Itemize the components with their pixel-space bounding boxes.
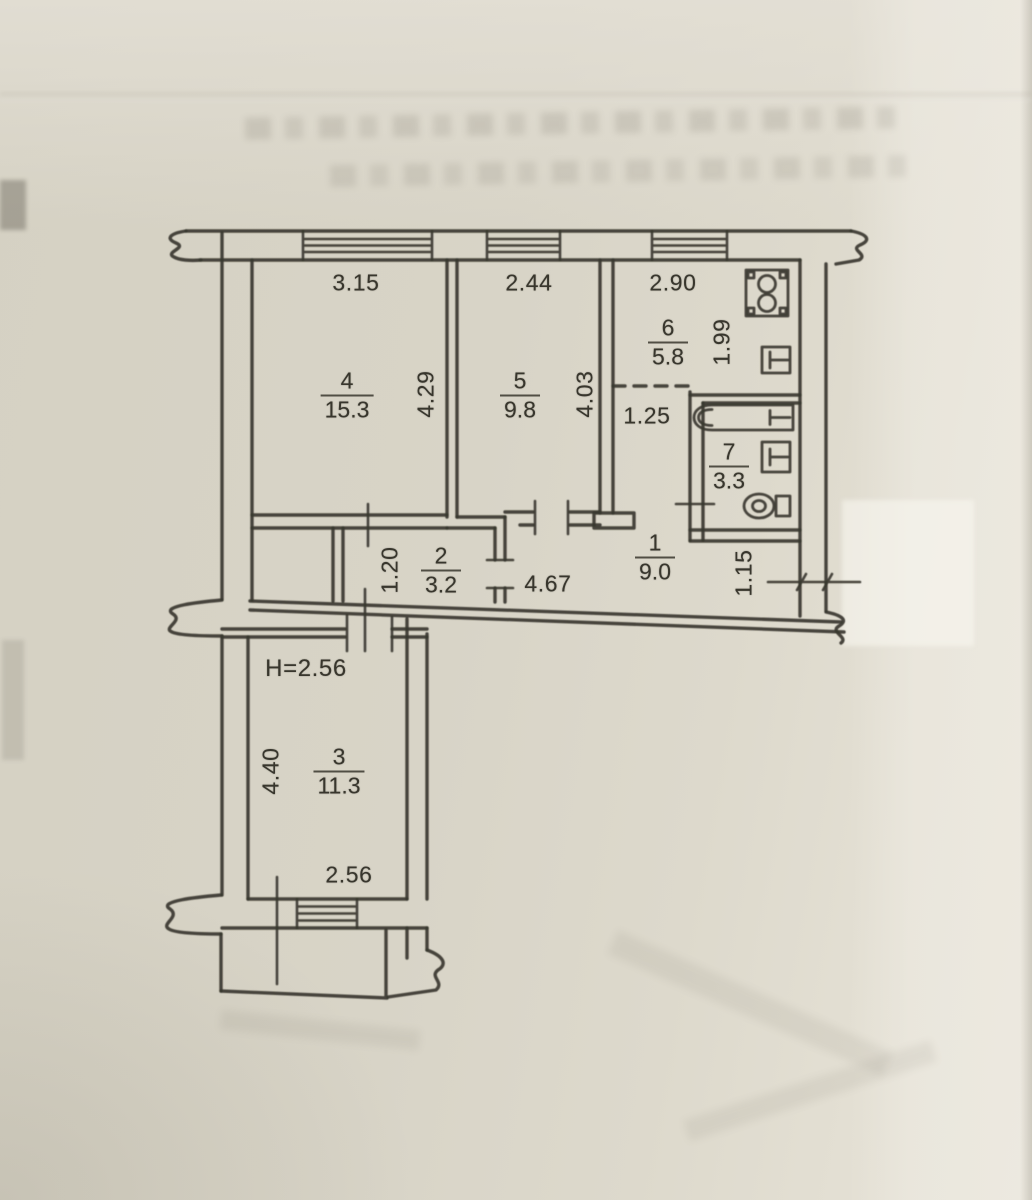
exterior-right-wall [798,258,828,618]
room-label-4: 4 15.3 [320,369,374,423]
room3-walls [219,617,429,1000]
room-area: 11.3 [317,773,361,799]
dim-room4-width: 3.15 [332,269,380,296]
ceiling-height-note: H=2.56 [265,655,347,682]
window-icon [295,897,359,930]
exterior-top-wall [184,229,853,262]
room-number: 1 [635,531,675,559]
room-area: 9.8 [504,397,536,423]
room-number: 5 [500,369,540,397]
bathtub-icon [692,403,795,432]
window-icon [301,229,729,262]
hall-bottom-wall [248,599,846,634]
room-number: 2 [421,544,461,572]
room-label-5: 5 9.8 [500,369,540,423]
dim-vestibule-depth: 1.25 [623,402,671,429]
dim-hall-length: 4.67 [524,570,572,597]
dim-room3-depth: 4.40 [257,747,284,795]
stove-icon [744,268,790,318]
toilet-icon [742,492,792,520]
room-label-6: 6 5.8 [648,316,688,370]
room-label-3: 3 11.3 [313,745,365,799]
room-area: 3.3 [713,468,745,494]
dim-kitchen-depth: 1.99 [708,318,735,366]
dim-room5-depth: 4.03 [571,370,598,418]
room-number: 3 [313,745,365,773]
room-label-1: 1 9.0 [635,531,675,585]
dim-closet-depth: 1.20 [376,546,403,594]
room-number: 7 [709,440,749,468]
room-number: 4 [320,369,374,397]
exterior-left-wall [219,231,254,993]
room-area: 9.0 [639,559,671,585]
room-area: 3.2 [425,572,457,598]
break-mark-icon [165,229,869,999]
room-label-7: 7 3.3 [709,440,749,494]
dim-room3-width: 2.56 [325,861,373,888]
bathroom-walls [688,390,802,543]
dim-room5-width: 2.44 [505,269,553,296]
room-area: 5.8 [652,344,684,370]
dim-room4-depth: 4.29 [412,370,439,418]
dim-hall-right-width: 1.15 [730,549,757,597]
washbasin-icon [760,440,792,474]
tick-marks [275,499,862,986]
room-number: 6 [648,316,688,344]
dim-kitchen-width: 2.90 [649,269,697,296]
kitchen-sink-icon [760,345,792,375]
room-label-2: 2 3.2 [421,544,461,598]
room-area: 15.3 [324,397,370,423]
